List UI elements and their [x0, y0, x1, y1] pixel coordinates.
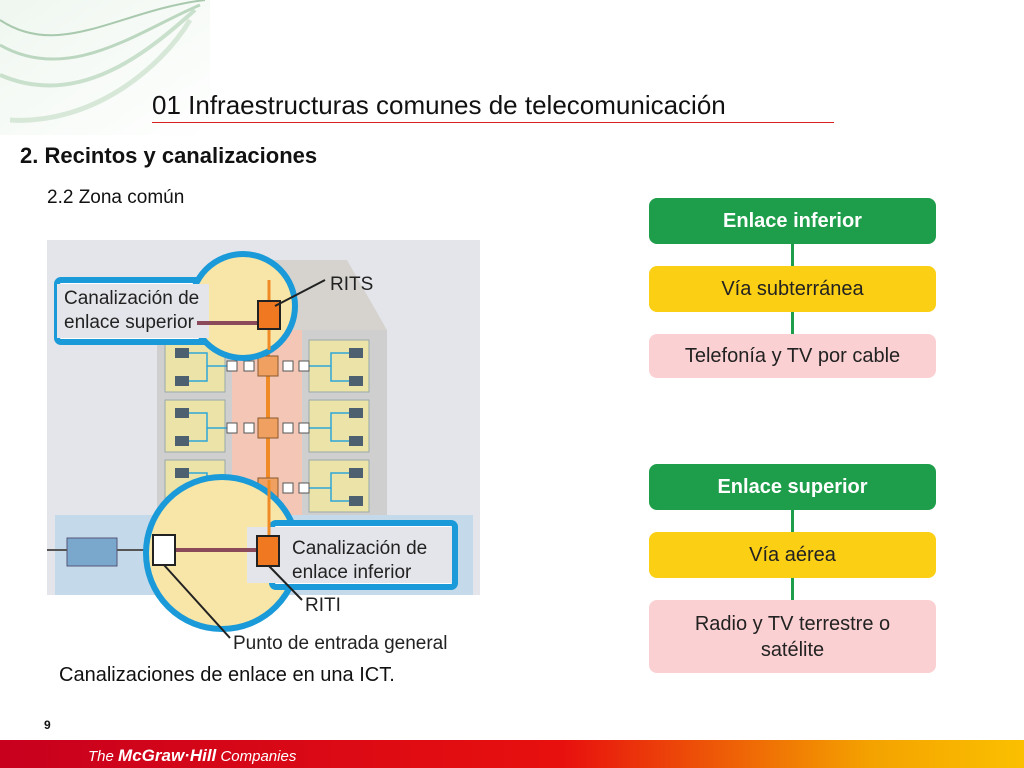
rits-box: [257, 300, 281, 330]
label-entry-point: Punto de entrada general: [233, 633, 447, 654]
label-rits: RITS: [330, 274, 373, 295]
figure-caption: Canalizaciones de enlace en una ICT.: [59, 664, 395, 686]
footer-bar: [0, 740, 1024, 768]
entry-point-box: [152, 534, 176, 566]
label-top-line1: Canalización de: [64, 288, 199, 309]
brand-suffix: Companies: [220, 748, 297, 765]
callout-bottom: Canalización de enlace inferior RITI Pun…: [47, 474, 458, 654]
page-number: 9: [44, 718, 51, 732]
callout-top: Canalización de enlace superior RITS: [54, 251, 373, 361]
label-bottom-line2: enlace inferior: [292, 562, 412, 583]
box-enlace-inferior: Enlace inferior: [649, 198, 936, 244]
brand-name: McGraw·Hill: [118, 746, 217, 765]
riti-box: [256, 535, 280, 567]
box-telefonia-tv-cable: Telefonía y TV por cable: [649, 334, 936, 378]
section-title: 2. Recintos y canalizaciones: [20, 143, 318, 168]
label-bottom-line1: Canalización de: [292, 538, 427, 559]
label-top-line2: enlace superior: [64, 312, 195, 333]
brand-prefix: The: [88, 748, 114, 765]
label-riti: RITI: [305, 595, 341, 616]
slide-title: 01 Infraestructuras comunes de telecomun…: [152, 88, 834, 123]
subsection-title: 2.2 Zona común: [47, 187, 185, 208]
box-enlace-superior: Enlace superior: [649, 464, 936, 510]
ict-building-diagram: Canalización de enlace superior RITS Can…: [47, 240, 480, 654]
box-radio-tv-satelite: Radio y TV terrestre o satélite: [649, 600, 936, 673]
publisher-logo: The McGraw·Hill Companies: [88, 746, 296, 766]
box-via-aerea: Vía aérea: [649, 532, 936, 578]
decorative-swirl: [0, 0, 210, 135]
box-via-subterranea: Vía subterránea: [649, 266, 936, 312]
